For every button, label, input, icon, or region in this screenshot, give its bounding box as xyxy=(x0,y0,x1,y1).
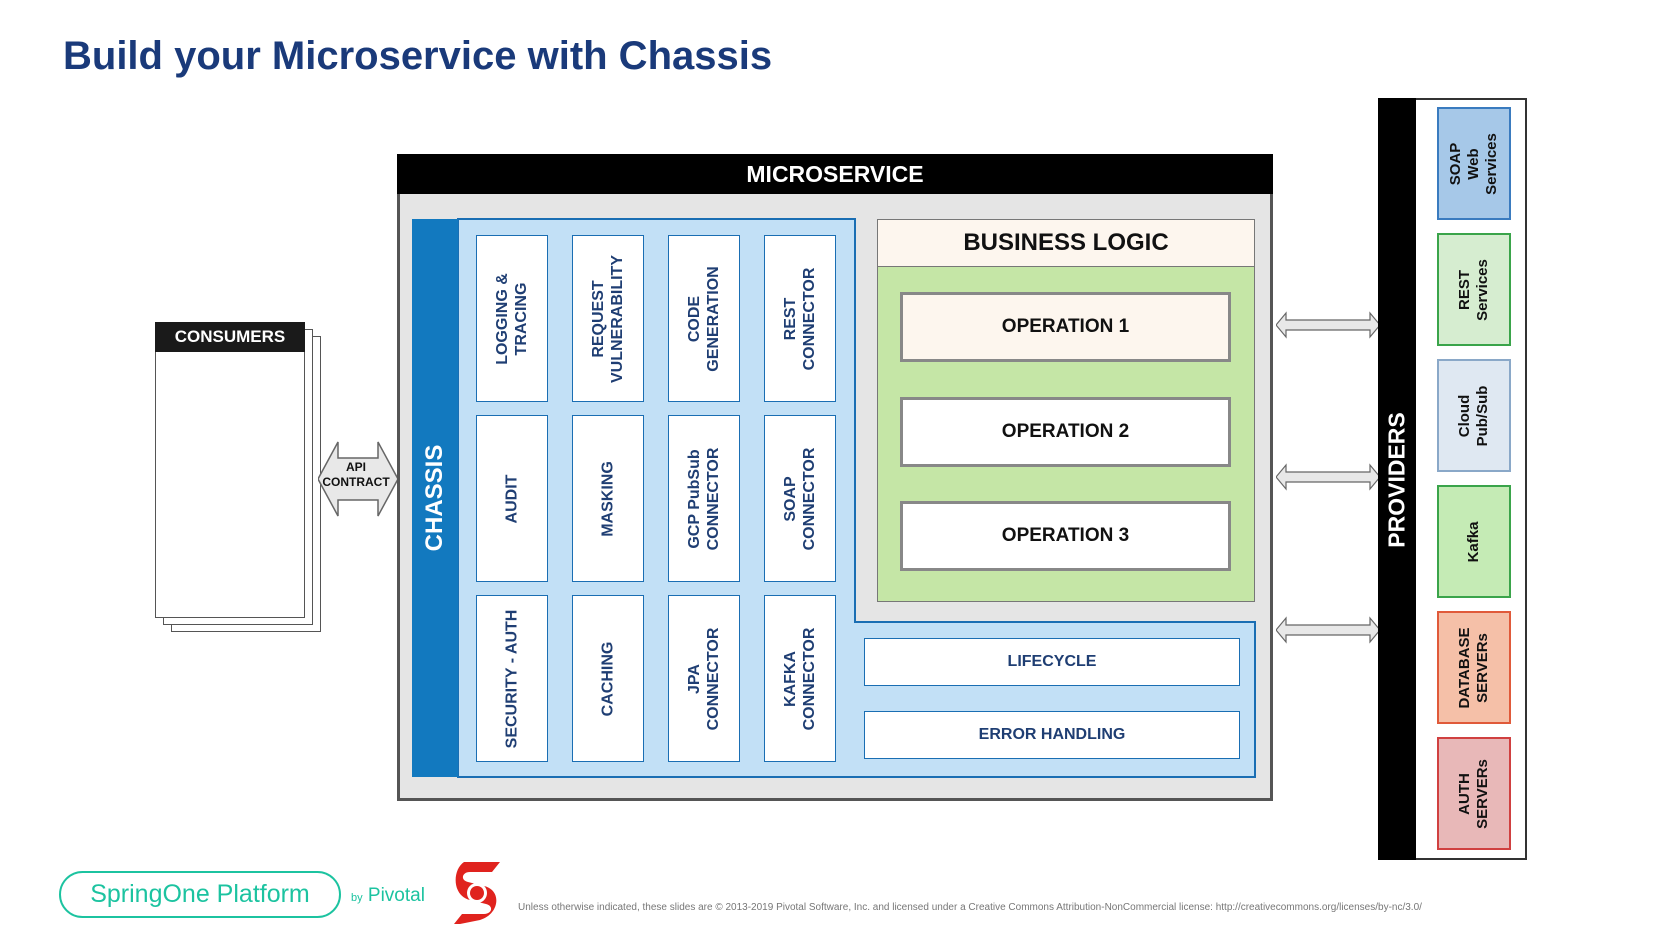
chassis-bar xyxy=(412,219,458,777)
license-text: Unless otherwise indicated, these slides… xyxy=(518,902,1422,913)
api-contract-line2: CONTRACT xyxy=(322,475,390,489)
operation-3: OPERATION 3 xyxy=(900,501,1231,571)
chassis-cell-label: LOGGING &TRACING xyxy=(494,272,530,365)
api-contract-arrow xyxy=(318,441,398,517)
business-logic-header: BUSINESS LOGIC xyxy=(877,219,1255,267)
providers-bar xyxy=(1378,98,1416,860)
operation-2: OPERATION 2 xyxy=(900,397,1231,467)
chassis-cell-label: AUDIT xyxy=(503,474,521,523)
chassis-cell-caching: CACHING xyxy=(572,595,644,762)
chassis-cell-security-auth: SECURITY - AUTH xyxy=(476,595,548,762)
red-s-logo-icon xyxy=(454,862,500,924)
lifecycle-box: LIFECYCLE xyxy=(864,638,1240,686)
operation-1: OPERATION 1 xyxy=(900,292,1231,362)
chassis-label: CHASSIS xyxy=(421,444,448,552)
chassis-cell-masking: MASKING xyxy=(572,415,644,582)
provider-connector-arrows xyxy=(1276,311,1380,644)
provider-kafka: Kafka xyxy=(1437,485,1511,598)
by-pivotal-logo: by Pivotal xyxy=(351,885,425,906)
consumers-sheet-front xyxy=(155,322,305,618)
api-contract-label: API CONTRACT xyxy=(318,460,394,490)
connector-arrow-2 xyxy=(1276,463,1380,491)
chassis-cell-audit: AUDIT xyxy=(476,415,548,582)
providers-frame xyxy=(1416,98,1527,860)
chassis-cell-label: MASKING xyxy=(599,460,617,537)
provider-label: Kafka xyxy=(1465,521,1482,562)
chassis-cell-label: SECURITY - AUTH xyxy=(503,609,521,748)
microservice-header: MICROSERVICE xyxy=(397,154,1273,194)
springone-platform-logo: SpringOne Platform xyxy=(59,871,341,918)
connector-arrow-3 xyxy=(1276,616,1380,644)
chassis-cell-label: CACHING xyxy=(599,641,617,716)
page-title: Build your Microservice with Chassis xyxy=(63,34,773,78)
error-handling-box: ERROR HANDLING xyxy=(864,711,1240,759)
api-contract-line1: API xyxy=(345,460,366,474)
providers-label: PROVIDERS xyxy=(1383,412,1410,548)
connector-arrow-1 xyxy=(1276,311,1380,339)
consumers-header: CONSUMERS xyxy=(155,322,305,352)
chassis-cell-logging-tracing: LOGGING &TRACING xyxy=(476,235,548,402)
